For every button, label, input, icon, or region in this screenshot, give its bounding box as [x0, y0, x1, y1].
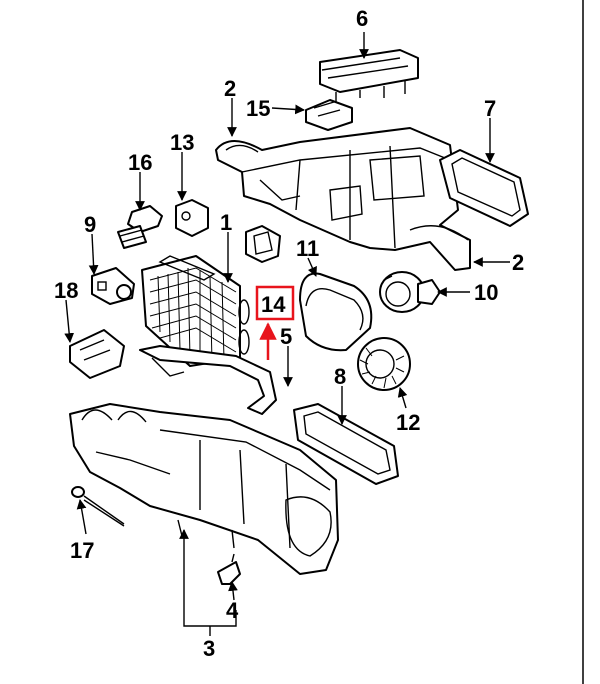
part-7-gasket — [439, 149, 529, 227]
leader-lines — [64, 32, 510, 636]
part-2-upper-case — [215, 127, 471, 271]
label-16: 16 — [128, 150, 152, 175]
label-7: 7 — [484, 96, 496, 121]
part-9-switch — [91, 267, 135, 305]
part-16-connector — [117, 205, 163, 249]
part-13-resistor — [175, 199, 209, 237]
part-15-bracket — [305, 99, 353, 131]
label-14: 14 — [261, 292, 286, 317]
label-18: 18 — [54, 278, 78, 303]
part-6-defroster-duct — [319, 49, 419, 102]
part-17-sensor — [71, 486, 125, 527]
part-3-lower-case — [69, 403, 339, 575]
label-6: 6 — [356, 6, 368, 31]
label-9: 9 — [84, 212, 96, 237]
label-11: 11 — [296, 236, 319, 261]
part-12-blower-wheel — [357, 337, 411, 391]
label-5: 5 — [280, 324, 292, 349]
label-17: 17 — [70, 538, 94, 563]
part-14-mode-door — [245, 225, 281, 263]
part-8-seal — [293, 403, 399, 485]
label-2b: 2 — [512, 250, 524, 275]
part-11-blower-cover — [299, 272, 373, 352]
callout-labels: 6 2 15 7 13 16 9 1 11 2 18 10 14 5 8 12 … — [54, 6, 524, 661]
part-18-actuator — [69, 329, 125, 379]
highlight-box-14 — [255, 285, 295, 321]
label-13: 13 — [170, 130, 194, 155]
label-2a: 2 — [224, 76, 236, 101]
label-1: 1 — [220, 210, 232, 235]
part-4-drain-tube — [217, 553, 241, 585]
part-5-control-cable — [139, 345, 277, 415]
part-10-blower-motor — [379, 271, 441, 313]
label-8: 8 — [334, 364, 346, 389]
label-12: 12 — [396, 410, 420, 435]
label-15: 15 — [246, 96, 270, 121]
label-10: 10 — [474, 280, 498, 305]
label-4: 4 — [226, 598, 239, 623]
label-3: 3 — [203, 636, 215, 661]
